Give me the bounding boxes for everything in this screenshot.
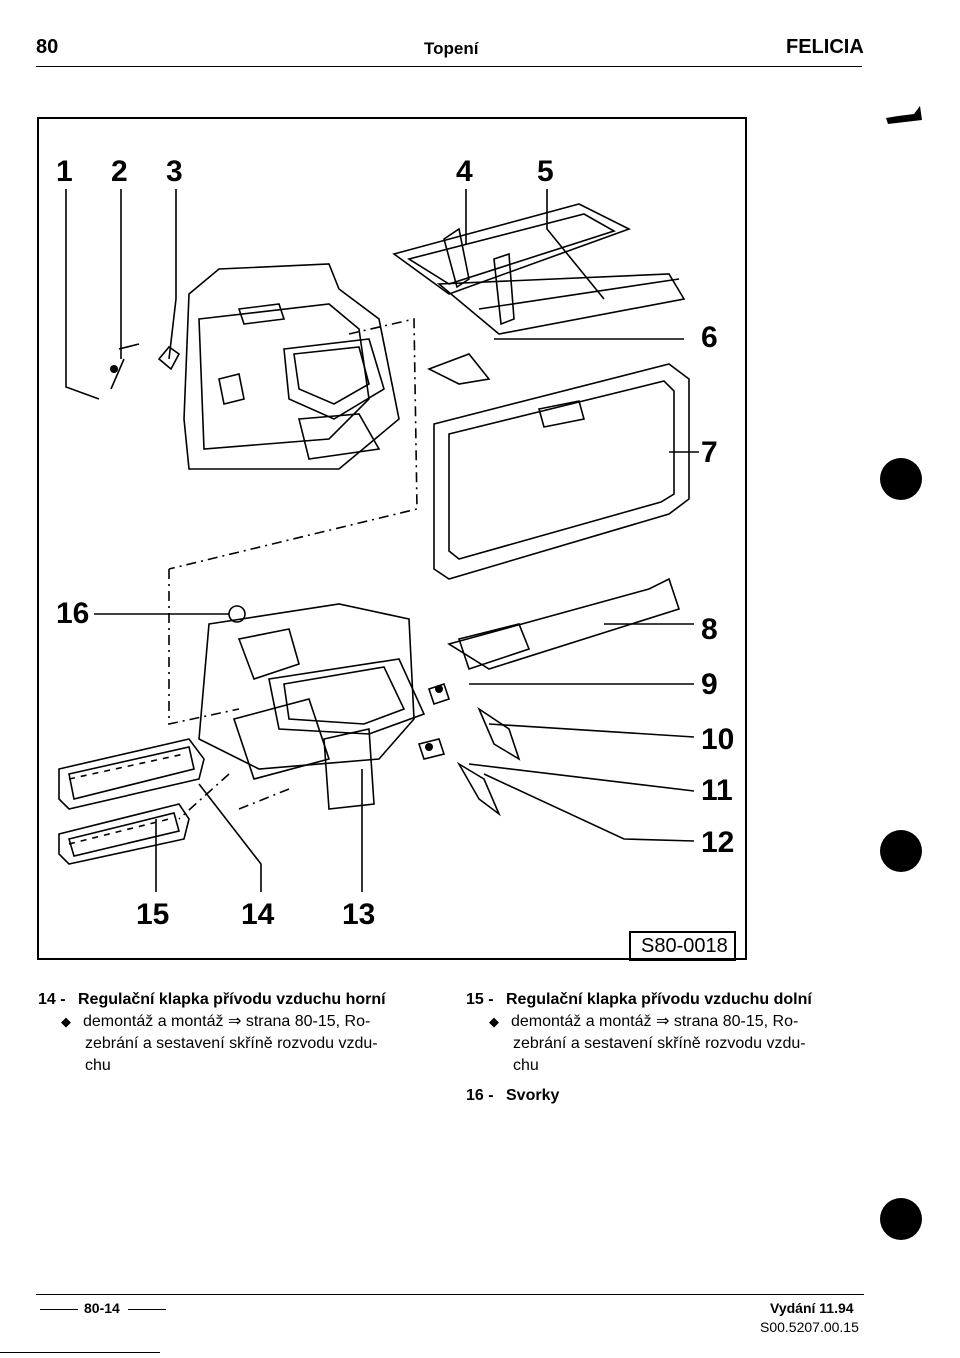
legend-bullet-text: demontáž a montáž ⇒ strana 80-15, Ro-	[511, 1013, 799, 1030]
legend-title: Regulační klapka přívodu vzduchu horní	[78, 991, 386, 1008]
callout-12: 12	[701, 826, 735, 859]
legend-title: Regulační klapka přívodu vzduchu dolní	[506, 991, 812, 1008]
page-number: 80	[36, 36, 59, 58]
callout-4: 4	[456, 155, 473, 188]
legend-bullet-text: zebrání a sestavení skříně rozvodu vzdu-	[513, 1035, 806, 1052]
legend-bullet-text: chu	[513, 1057, 539, 1074]
callout-1: 1	[56, 155, 73, 188]
legend-title: Svorky	[506, 1087, 560, 1104]
figure-code: S80-0018	[629, 931, 736, 961]
page-tab-mark	[886, 106, 922, 124]
header-rule	[36, 66, 862, 67]
legend-bullet-text: demontáž a montáž ⇒ strana 80-15, Ro-	[83, 1013, 371, 1030]
callout-7: 7	[701, 436, 718, 469]
legend-item-14: 14 - Regulační klapka přívodu vzduchu hor…	[38, 989, 448, 1077]
margin-dot	[880, 458, 922, 500]
callout-13: 13	[342, 898, 376, 931]
legend-item-16: 16 - Svorky	[466, 1085, 876, 1107]
legend-number: 16 -	[466, 1087, 494, 1104]
margin-dot	[880, 830, 922, 872]
legend-bullet-text: chu	[85, 1057, 111, 1074]
margin-dot	[880, 1198, 922, 1240]
model-name: FELICIA	[786, 36, 864, 58]
callout-14: 14	[241, 898, 275, 931]
callout-9: 9	[701, 668, 718, 701]
exploded-diagram: 1 2 3 4 5 6 7 16 8 9 10 11 12 15 14 13 S…	[37, 117, 747, 961]
section-title: Topení	[424, 39, 479, 58]
callout-2: 2	[111, 155, 128, 188]
footer-page-ref: 80-14	[84, 1300, 120, 1316]
callout-3: 3	[166, 155, 183, 188]
diamond-bullet-icon: ◆	[61, 1014, 71, 1029]
footer-rule	[36, 1294, 864, 1295]
legend-item-15: 15 - Regulační klapka přívodu vzduchu dol…	[466, 989, 876, 1077]
footer-dash-right	[128, 1309, 166, 1310]
legend-number: 15 -	[466, 991, 494, 1008]
diamond-bullet-icon: ◆	[489, 1014, 499, 1029]
callout-6: 6	[701, 321, 718, 354]
callout-8: 8	[701, 613, 718, 646]
legend-number: 14 -	[38, 991, 66, 1008]
heater-box-drawing	[58, 189, 699, 892]
callout-11: 11	[701, 774, 733, 807]
bottom-edge-line	[0, 1352, 160, 1353]
legend-bullet-text: zebrání a sestavení skříně rozvodu vzdu-	[85, 1035, 378, 1052]
callout-15: 15	[136, 898, 170, 931]
callout-10: 10	[701, 723, 735, 756]
footer-dash-left	[40, 1309, 78, 1310]
callout-16: 16	[56, 597, 90, 630]
footer-doc-code: S00.5207.00.15	[760, 1319, 859, 1335]
callout-5: 5	[537, 155, 554, 188]
footer-edition: Vydání 11.94	[770, 1300, 854, 1316]
